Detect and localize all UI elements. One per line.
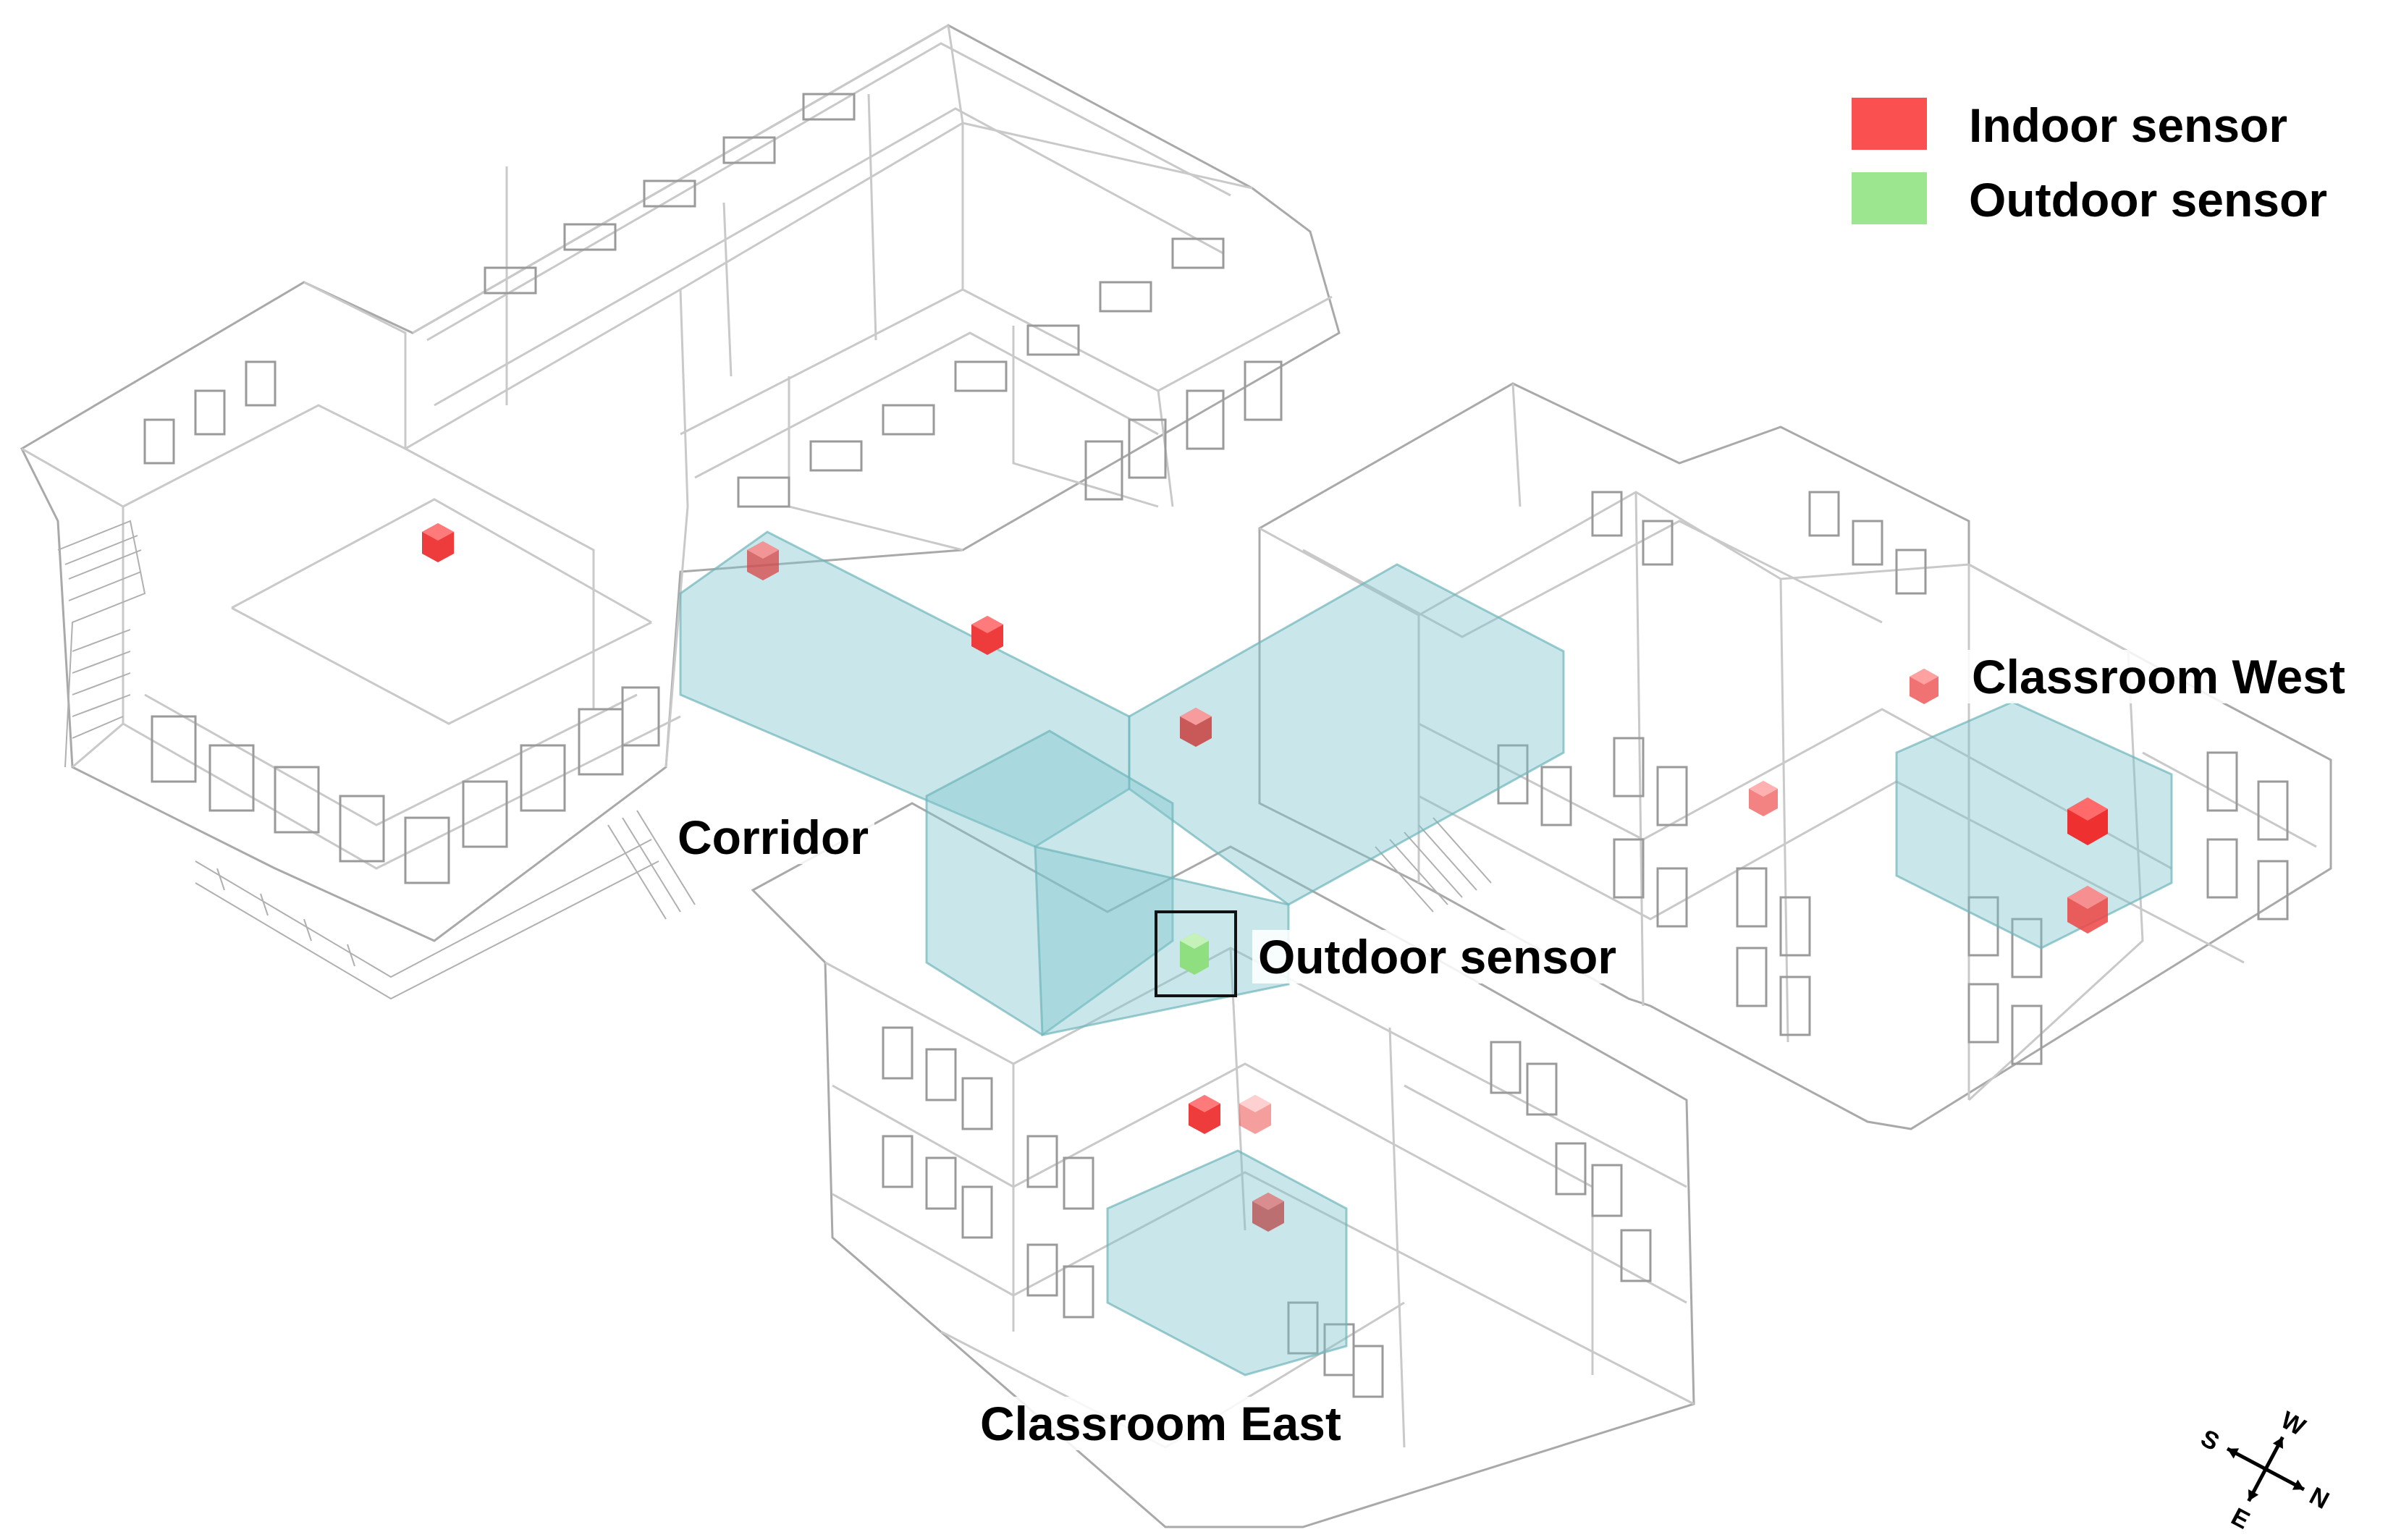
indoor-sensors [422, 523, 2108, 1232]
west-staircase [57, 520, 146, 768]
outdoor-sensor-highlight-box [1155, 910, 1237, 997]
compass-east: E [2227, 1503, 2254, 1535]
corridor-label: Corridor [672, 811, 874, 864]
outdoor-sensor-icon [1180, 933, 1209, 975]
east-wing [751, 802, 1695, 1528]
corridor-zone [679, 530, 1565, 1036]
outdoor-sensor-label: Outdoor sensor [1252, 930, 1623, 983]
compass-north: N [2305, 1482, 2334, 1515]
north-block [20, 24, 1341, 1000]
north-block-windows [143, 93, 1283, 884]
indoor-sensor-icon [1749, 781, 1778, 816]
classroom-west-label: Classroom West [1966, 650, 2351, 703]
indoor-sensor-icon [1910, 669, 1938, 704]
compass-west: W [2277, 1406, 2311, 1442]
highlighted-zones [679, 530, 2173, 1376]
indoor-sensor-icon [1239, 1095, 1271, 1134]
outdoor-sensor [1155, 910, 1237, 997]
indoor-sensor-icon [1180, 708, 1212, 747]
classroom-east-zone [1106, 1149, 1348, 1376]
classroom-east-label: Classroom East [974, 1397, 1347, 1450]
indoor-sensor-icon [2067, 886, 2108, 934]
outdoor-sensor-legend-label: Outdoor sensor [1969, 173, 2328, 227]
indoor-sensor-icon [1252, 1193, 1284, 1232]
east-wing-windows [882, 1026, 1652, 1398]
outdoor-sensor-swatch [1852, 172, 1927, 224]
indoor-sensor-legend-label: Indoor sensor [1969, 98, 2288, 152]
front-steps [195, 810, 696, 1000]
indoor-sensor-icon [971, 616, 1003, 655]
classroom-west-zone [1895, 701, 2173, 949]
indoor-sensor-icon [747, 541, 779, 580]
compass: N S W E [2196, 1406, 2334, 1535]
indoor-sensor-swatch [1852, 98, 1927, 150]
compass-south: S [2196, 1424, 2224, 1456]
indoor-sensor-icon [422, 523, 454, 562]
indoor-sensor-icon [2067, 798, 2108, 845]
indoor-sensor-icon [1189, 1095, 1220, 1134]
east-staircase [1375, 817, 1492, 913]
